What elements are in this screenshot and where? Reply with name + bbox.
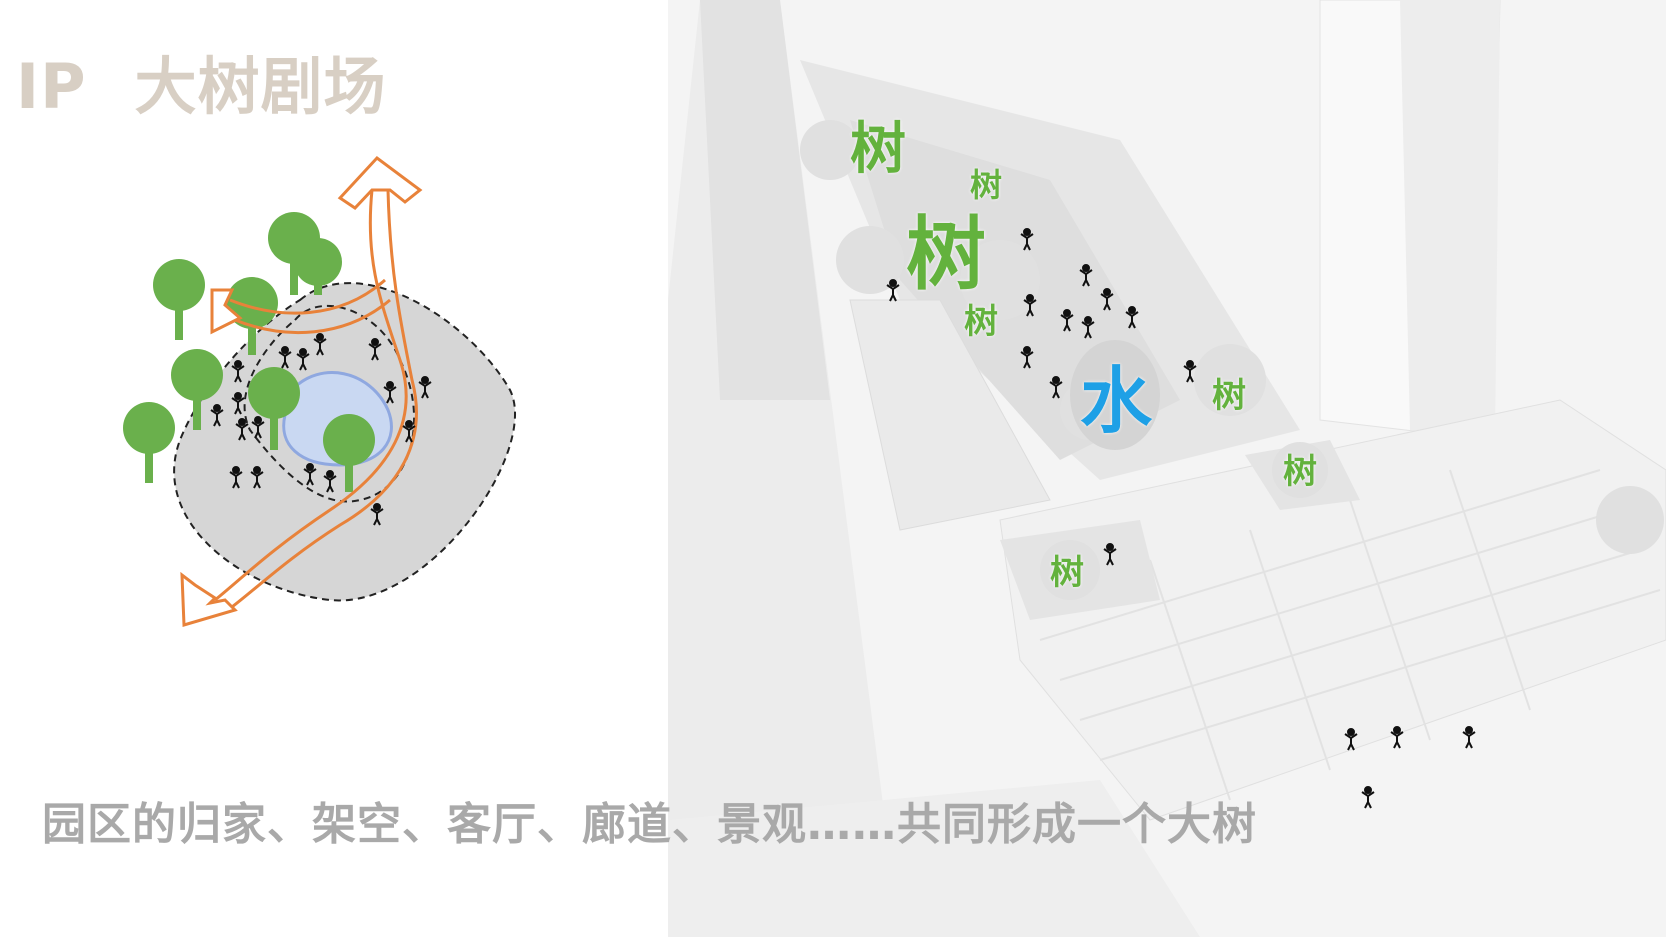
person-icon	[886, 279, 900, 302]
person-icon	[402, 420, 416, 443]
tree-icon	[123, 402, 175, 483]
tree-label: 树	[970, 166, 1003, 204]
photo-person-group	[886, 228, 1476, 809]
person-icon	[418, 376, 432, 399]
tree-label: 树	[1050, 553, 1084, 593]
water-label: 水	[1080, 359, 1153, 443]
person-icon	[1023, 294, 1037, 317]
person-icon	[229, 466, 243, 489]
person-icon	[251, 416, 265, 439]
person-icon	[1060, 309, 1074, 332]
person-icon	[210, 404, 224, 427]
person-icon	[231, 360, 245, 383]
person-icon	[1361, 786, 1375, 809]
tree-label: 树	[906, 208, 986, 301]
tree-label: 树	[850, 117, 906, 182]
caption-text: 园区的归家、架空、客厅、廊道、景观……共同形成一个大树	[42, 799, 1257, 850]
person-icon	[278, 346, 292, 369]
person-icon	[1020, 346, 1034, 369]
person-icon	[383, 381, 397, 404]
tree-icon	[323, 414, 375, 492]
person-icon	[323, 470, 337, 493]
person-icon	[1103, 543, 1117, 566]
person-icon	[250, 466, 264, 489]
tree-icon	[171, 349, 223, 430]
person-icon	[368, 338, 382, 361]
person-icon	[296, 348, 310, 371]
tree-icon	[294, 238, 342, 295]
title-prefix: IP	[16, 50, 87, 123]
tree-label: 树	[1212, 376, 1246, 416]
tree-label: 树	[964, 302, 998, 342]
person-icon	[1100, 288, 1114, 311]
person-icon	[1462, 726, 1476, 749]
person-icon	[313, 333, 327, 356]
person-icon	[1344, 728, 1358, 751]
double-arrow-path	[180, 155, 423, 627]
page-title: IP 大树剧场	[16, 36, 387, 126]
tree-label: 树	[1283, 452, 1317, 492]
person-icon	[231, 392, 245, 415]
tree-icon	[248, 367, 300, 450]
person-icon-group	[210, 333, 432, 526]
tree-icon-group	[123, 212, 375, 492]
person-icon	[1390, 726, 1404, 749]
person-icon	[303, 463, 317, 486]
person-icon	[370, 503, 384, 526]
person-icon	[1020, 228, 1034, 251]
person-icon	[1049, 376, 1063, 399]
person-icon	[235, 418, 249, 441]
person-icon	[1183, 360, 1197, 383]
person-icon	[1079, 264, 1093, 287]
tree-icon	[153, 259, 205, 340]
title-main: 大树剧场	[134, 50, 387, 123]
person-icon	[1081, 316, 1095, 339]
person-icon	[1125, 306, 1139, 329]
